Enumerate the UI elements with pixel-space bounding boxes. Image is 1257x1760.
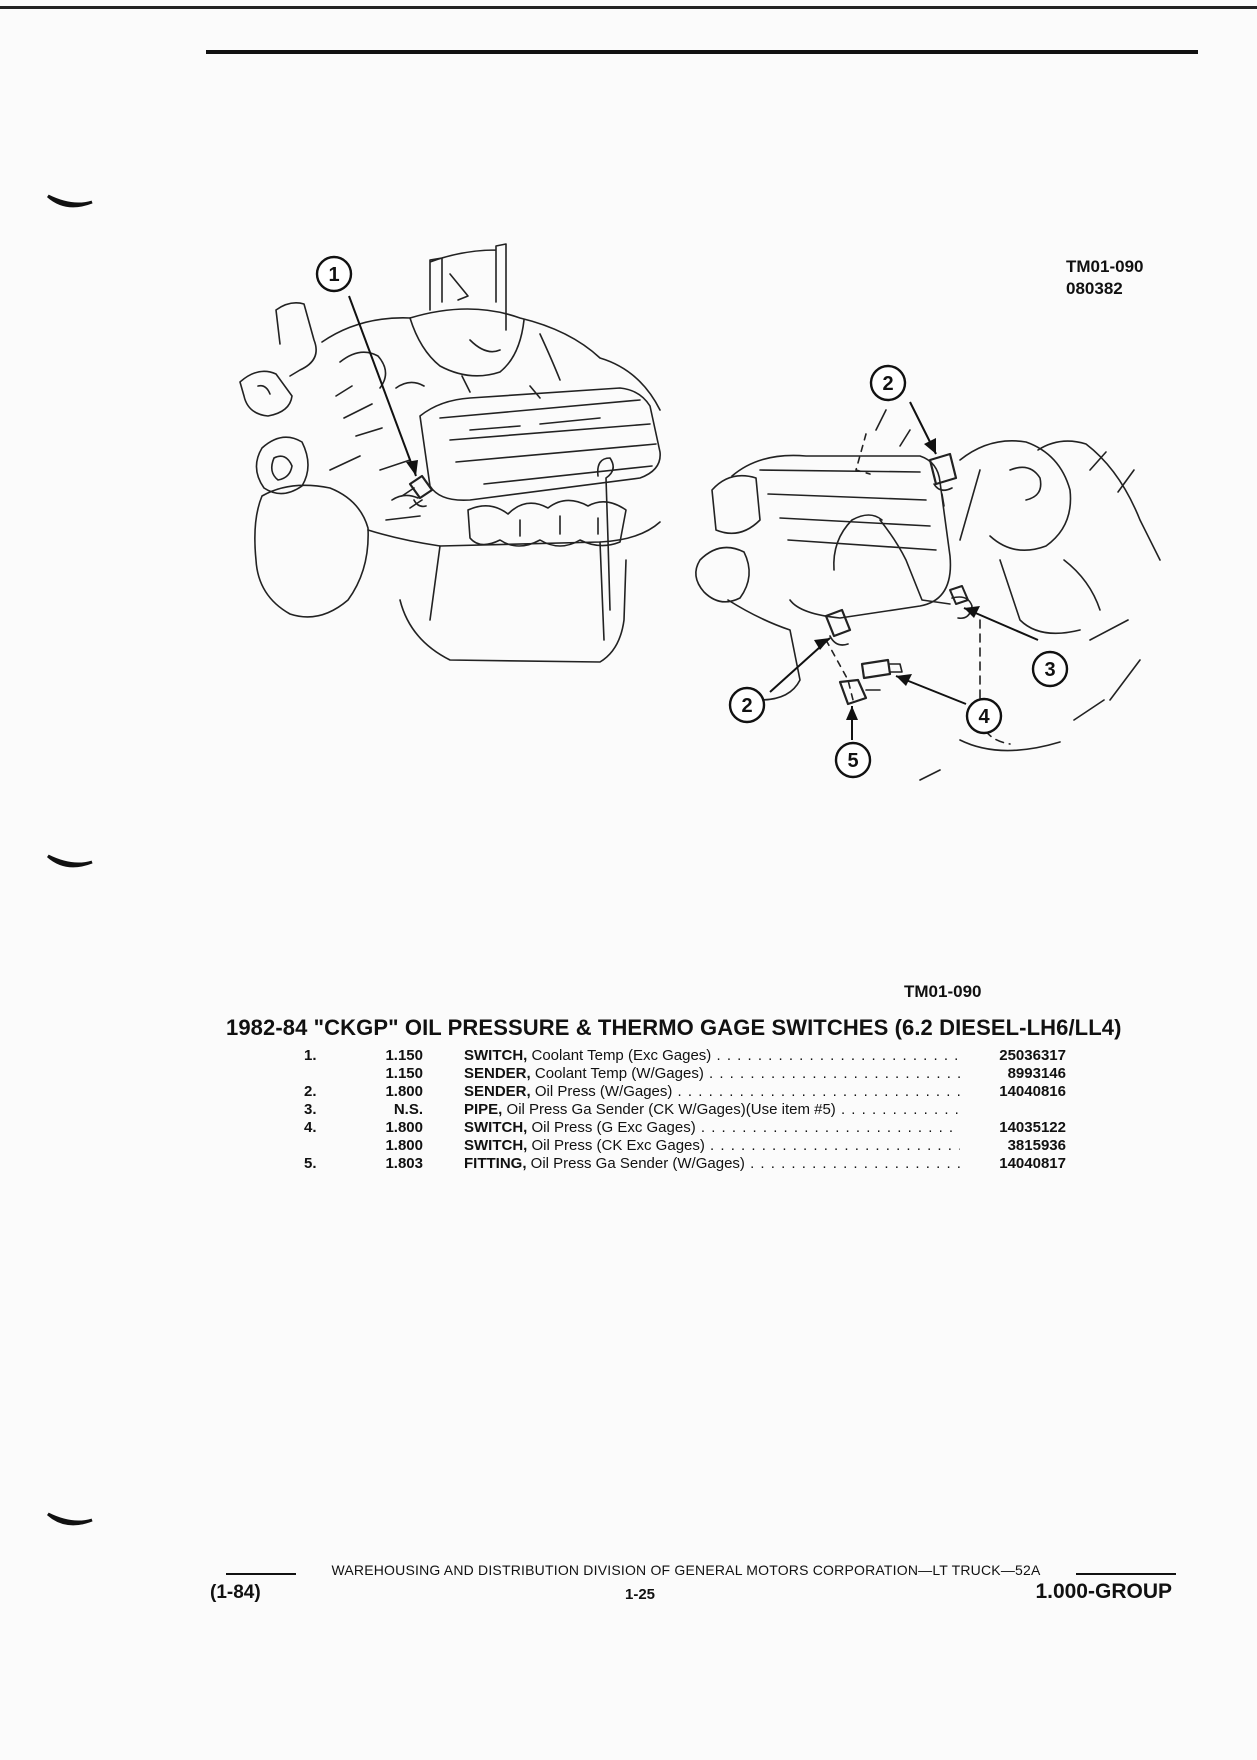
part-detail: Coolant Temp (W/Gages) [534,1065,704,1082]
part-row: 3. N.S. PIPE, Oil Press Ga Sender (CK W/Ga… [290,1101,1080,1119]
part-group-number: 1.800 [385,1083,423,1100]
part-detail: Oil Press (W/Gages) [534,1083,673,1100]
part-number: 14040816 [999,1083,1066,1100]
callout-circle-2-lower: 2 [728,686,766,724]
part-group-number: 1.150 [385,1065,423,1082]
part-group-number: 1.800 [385,1119,423,1136]
part-name: SWITCH, [464,1119,528,1136]
callout-label: 1 [328,264,339,286]
part-description: PIPE, Oil Press Ga Sender (CK W/Gages)(U… [464,1101,960,1119]
part-name: SWITCH, [464,1137,528,1154]
part-item-number: 2. [304,1083,317,1100]
right-engine-drawing [695,409,1161,781]
callout-circle-1: 1 [315,255,353,293]
part-description: FITTING, Oil Press Ga Sender (W/Gages) [464,1155,960,1173]
footer-rule-right [1076,1573,1176,1575]
part-row: 1.800 SWITCH, Oil Press (CK Exc Gages) 381… [290,1137,1080,1155]
part-number: 14035122 [999,1119,1066,1136]
illustration-date: 080382 [1066,279,1123,298]
callout-label: 4 [978,706,990,728]
section-illustration-ref: TM01-090 [904,982,982,1001]
callout-circle-4: 4 [965,697,1003,735]
part-name: SWITCH, [464,1047,528,1064]
part-name: PIPE, [464,1101,503,1118]
part-item-number: 1. [304,1047,317,1064]
callout-label: 3 [1044,659,1055,681]
part-number: 14040817 [999,1155,1066,1172]
part-group-number: 1.803 [385,1155,423,1172]
engine-illustration: 1 2 3 2 4 5 [239,243,1161,781]
header-rule [206,50,1198,54]
part-name: SENDER, [464,1083,531,1100]
leader-arrowheads [406,438,980,720]
part-row: 4. 1.800 SWITCH, Oil Press (G Exc Gages) 14… [290,1119,1080,1137]
footer-group-label: 1.000-GROUP [1035,1580,1172,1603]
part-description: SWITCH, Coolant Temp (Exc Gages) [464,1047,960,1065]
part-detail: Oil Press Ga Sender (CK W/Gages)(Use ite… [506,1101,836,1118]
left-engine-drawing [239,243,661,663]
callout-label: 2 [882,373,893,395]
binder-mark-middle [47,854,93,868]
footer-publisher: WAREHOUSING AND DISTRIBUTION DIVISION OF… [331,1562,1041,1578]
part-number: 3815936 [1007,1137,1066,1154]
part-row: 1.150 SENDER, Coolant Temp (W/Gages) 89931… [290,1065,1080,1083]
footer-rule-left [226,1573,296,1575]
section-title: 1982-84 "CKGP" OIL PRESSURE & THERMO GAG… [226,1015,1122,1040]
part-group-number: 1.800 [385,1137,423,1154]
part-detail: Coolant Temp (Exc Gages) [531,1047,712,1064]
part-description: SWITCH, Oil Press (CK Exc Gages) [464,1137,960,1155]
callout-circle-3: 3 [1031,650,1069,688]
part-description: SENDER, Coolant Temp (W/Gages) [464,1065,960,1083]
part-item-number: 4. [304,1119,317,1136]
binder-mark-bottom [47,1512,93,1526]
part-description: SENDER, Oil Press (W/Gages) [464,1083,960,1101]
callout-leaders [348,295,1039,740]
illustration-ref: TM01-090 [1066,257,1144,276]
part-row: 1. 1.150 SWITCH, Coolant Temp (Exc Gages) 2… [290,1047,1080,1065]
callout-label: 2 [741,695,752,717]
part-name: FITTING, [464,1155,527,1172]
callout-circle-2-upper: 2 [869,364,907,402]
part-row: 5. 1.803 FITTING, Oil Press Ga Sender (W/G… [290,1155,1080,1173]
part-detail: Oil Press (G Exc Gages) [531,1119,696,1136]
part-item-number: 5. [304,1155,317,1172]
illustration-reference-block: TM01-090 080382 [1066,256,1143,300]
callout-circle-5: 5 [834,741,872,779]
binder-mark-top [47,194,93,208]
callout-label: 5 [847,750,858,772]
part-description: SWITCH, Oil Press (G Exc Gages) [464,1119,960,1137]
part-group-number: N.S. [393,1101,423,1118]
part-item-number: 3. [304,1101,317,1118]
part-row: 2. 1.800 SENDER, Oil Press (W/Gages) 140408… [290,1083,1080,1101]
part-number: 8993146 [1007,1065,1066,1082]
part-name: SENDER, [464,1065,531,1082]
part-detail: Oil Press (CK Exc Gages) [531,1137,705,1154]
part-group-number: 1.150 [385,1047,423,1064]
footer-date: (1-84) [210,1582,261,1603]
page-number: 1-25 [624,1586,656,1603]
part-detail: Oil Press Ga Sender (W/Gages) [530,1155,745,1172]
part-number: 25036317 [999,1047,1066,1064]
top-edge-rule [0,6,1257,9]
